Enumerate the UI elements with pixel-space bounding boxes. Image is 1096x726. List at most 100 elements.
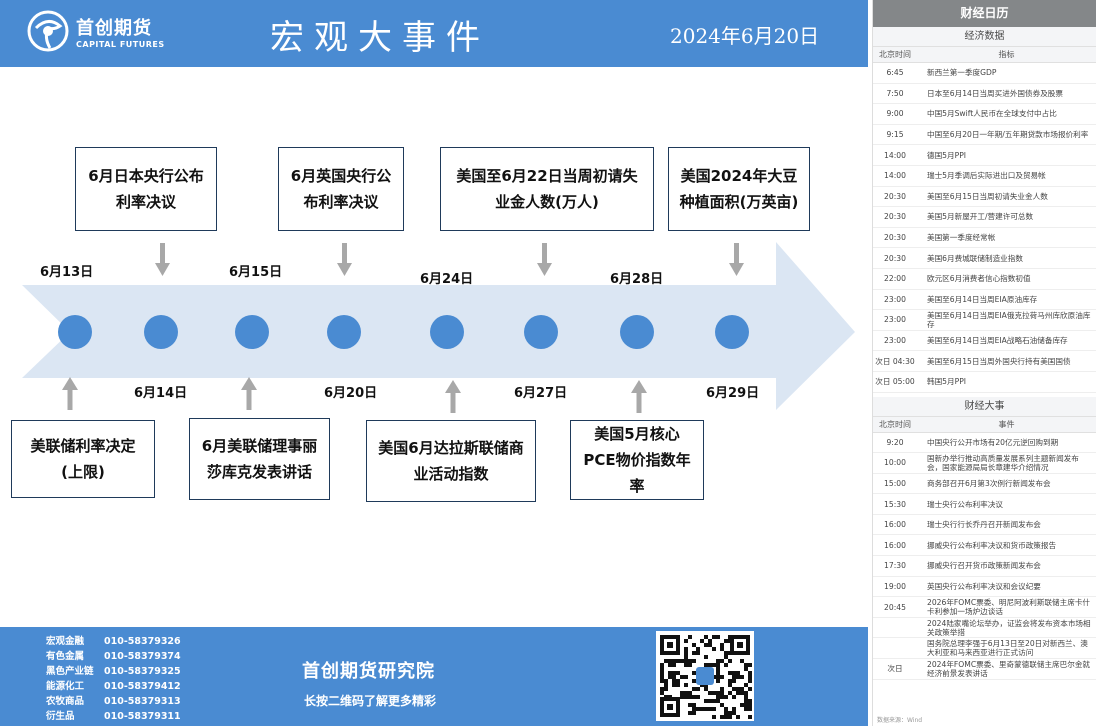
qr-cell — [692, 711, 696, 715]
top-event-text: 美国至6月22日当周初请失业金人数(万人) — [456, 167, 638, 211]
qr-code-icon[interactable] — [656, 631, 754, 721]
event-header-row: 北京时间 事件 — [873, 416, 1096, 433]
contact-label: 农牧商品 — [46, 696, 85, 707]
econ-header-time: 北京时间 — [879, 50, 911, 59]
qr-cell — [720, 647, 724, 651]
qr-cell — [740, 691, 744, 695]
qr-cell — [712, 647, 716, 651]
qr-cell — [660, 679, 664, 683]
brand-name-en: CAPITAL FUTURES — [76, 40, 165, 49]
contact-label: 衍生品 — [46, 711, 75, 722]
qr-cell — [708, 639, 712, 643]
row-name: 中国5月Swift人民币在全球支付中占比 — [927, 109, 1057, 119]
qr-cell — [704, 687, 708, 691]
qr-cell — [736, 687, 740, 691]
row-name: 美国至6月14日当周EIA原油库存 — [927, 294, 1038, 304]
qr-cell — [664, 659, 668, 663]
qr-cell — [696, 695, 700, 699]
qr-cell — [704, 707, 708, 711]
qr-cell — [724, 639, 728, 643]
row-name: 美国6月费城联储制造业指数 — [927, 253, 1023, 263]
qr-cell — [676, 671, 680, 675]
qr-cell — [704, 635, 708, 639]
qr-cell — [748, 679, 752, 683]
qr-cell — [668, 663, 672, 667]
timeline-dot — [620, 315, 654, 349]
qr-cell — [720, 659, 724, 663]
qr-cell — [684, 639, 688, 643]
row-time: 23:00 — [884, 315, 906, 325]
qr-cell — [692, 679, 696, 683]
data-source: 数据来源：Wind — [877, 717, 923, 724]
qr-cell — [720, 715, 724, 719]
contact-label: 能源化工 — [46, 681, 85, 692]
qr-cell — [688, 703, 692, 707]
row-time: 20:30 — [884, 212, 906, 222]
qr-cell — [676, 659, 680, 663]
timeline-dot — [715, 315, 749, 349]
qr-cell — [684, 691, 688, 695]
qr-cell — [724, 711, 728, 715]
qr-cell — [692, 687, 696, 691]
top-date-4: 6月28日 — [610, 272, 664, 287]
qr-cell — [724, 715, 728, 719]
bottom-event-text: 6月美联储理事丽莎库克发表讲话 — [201, 437, 318, 481]
contact-label: 黑色产业链 — [46, 666, 94, 677]
event-title: 财经大事 — [873, 396, 1096, 417]
qr-cell — [744, 699, 748, 703]
row-time: 20:30 — [884, 233, 906, 243]
qr-cell — [680, 695, 684, 699]
row-name: 瑞士央行行长乔丹召开新闻发布会 — [927, 520, 1041, 530]
qr-cell — [660, 675, 664, 679]
qr-cell — [664, 679, 668, 683]
qr-cell — [688, 659, 692, 663]
qr-cell — [672, 679, 676, 683]
event-header-time: 北京时间 — [879, 419, 911, 429]
qr-cell — [728, 679, 732, 683]
qr-cell — [740, 703, 744, 707]
row-time: 6:45 — [886, 68, 904, 78]
bottom-date-1: 6月14日 — [134, 386, 188, 401]
qr-cell — [660, 691, 664, 695]
qr-cell — [728, 659, 732, 663]
header-bar: 首创期货 CAPITAL FUTURES 宏观大事件 2024年6月20日 — [0, 0, 868, 67]
qr-cell — [744, 683, 748, 687]
row-time: 20:30 — [884, 253, 906, 263]
contact-phone: 010-58379412 — [104, 681, 181, 692]
qr-cell — [708, 643, 712, 647]
qr-cell — [748, 675, 752, 679]
qr-cell — [680, 675, 684, 679]
bottom-event-text: 美国5月核心PCE物价指数年率 — [583, 425, 691, 495]
qr-cell — [684, 683, 688, 687]
qr-cell — [672, 659, 676, 663]
qr-cell — [660, 667, 664, 671]
qr-cell — [684, 659, 688, 663]
timeline-arrow — [22, 242, 855, 410]
qr-cell — [712, 635, 716, 639]
contact-label: 宏观金融 — [46, 636, 85, 647]
qr-cell — [728, 715, 732, 719]
qr-cell — [728, 683, 732, 687]
row-time: 7:50 — [886, 88, 904, 98]
row-time: 9:00 — [886, 109, 904, 119]
top-event-box-4: 美国2024年大豆种植面积(万英亩) — [668, 147, 810, 231]
row-name: 2024陆家嘴论坛举办，证监会将发布资本市场相关政策举措 — [927, 618, 1091, 637]
qr-cell — [748, 699, 752, 703]
row-name: 日本至6月14日当周买进外国债券及股票 — [927, 88, 1063, 98]
row-time: 15:30 — [884, 499, 906, 509]
calendar-title: 财经日历 — [873, 0, 1096, 27]
qr-cell — [716, 675, 720, 679]
qr-cell — [716, 691, 720, 695]
top-date-3: 6月24日 — [420, 272, 474, 287]
row-time: 15:00 — [884, 478, 906, 488]
qr-cell — [696, 707, 700, 711]
qr-cell — [688, 711, 692, 715]
